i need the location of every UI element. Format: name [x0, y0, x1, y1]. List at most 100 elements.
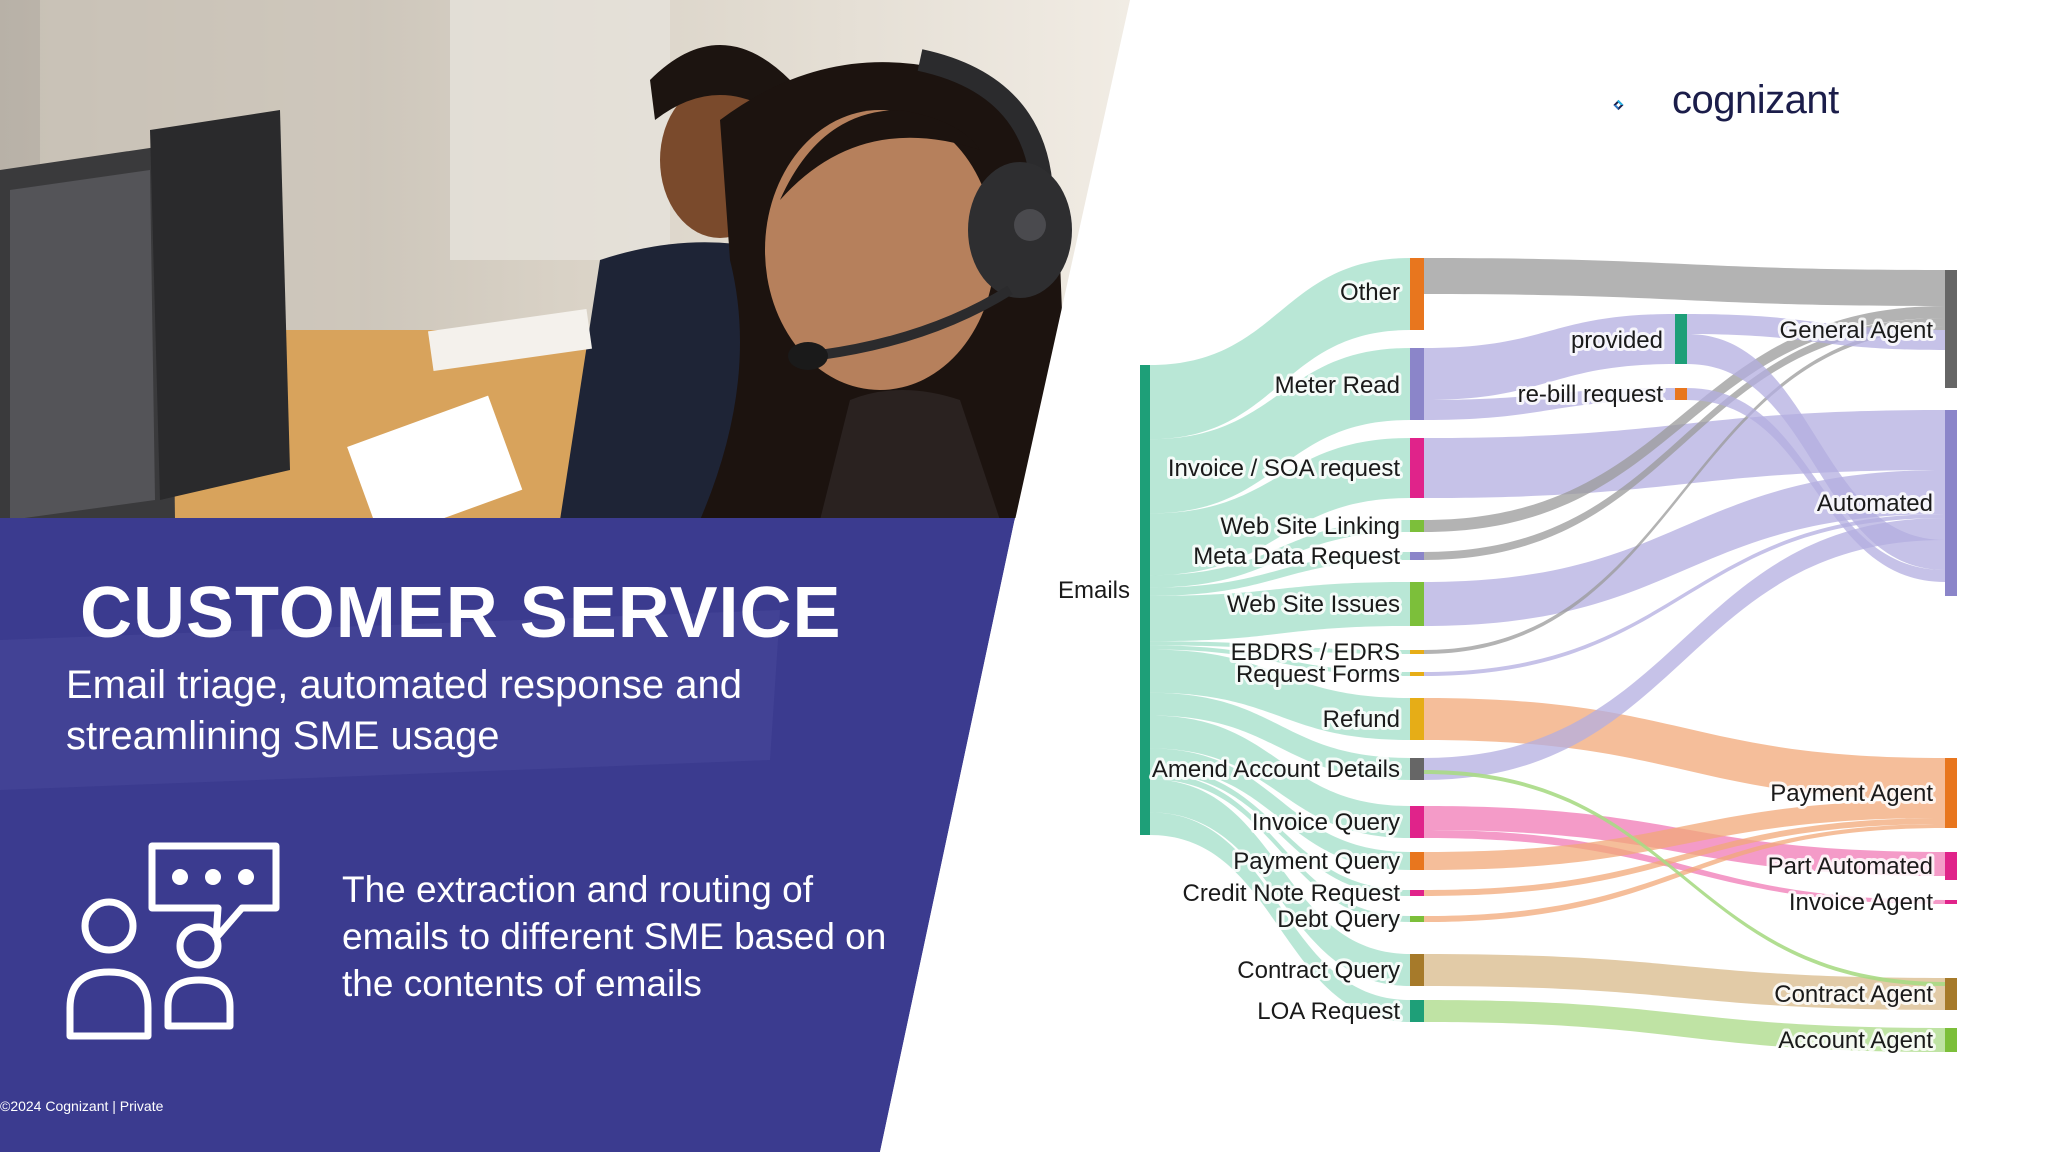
- sankey-label-contract-agent: Contract Agent: [1774, 981, 1933, 1008]
- sankey-node-loa-request: [1410, 1000, 1424, 1022]
- flow-emails-to-loa-request: [1150, 812, 1410, 1022]
- sankey-label-invoice-agent-halo: Invoice Agent: [1789, 889, 1933, 916]
- people-chat-icon: [66, 842, 280, 1040]
- sankey-node-web-site-issues: [1410, 582, 1424, 626]
- sankey-label-automated: Automated: [1817, 490, 1933, 517]
- flow-emails-to-debt-query: [1150, 773, 1410, 922]
- sankey-label-account-agent-halo: Account Agent: [1778, 1027, 1933, 1054]
- sankey-label-general-agent-halo: General Agent: [1780, 317, 1934, 344]
- sankey-label-other-halo: Other: [1340, 279, 1400, 306]
- flow-amend-account-details-to-automated: [1424, 518, 1945, 780]
- sankey-node-automated: [1945, 410, 1957, 596]
- sankey-node-credit-note-request: [1410, 890, 1424, 896]
- sankey-label-meter-read-halo: Meter Read: [1275, 372, 1400, 399]
- flow-credit-note-request-to-payment-agent: [1424, 818, 1945, 896]
- flow-ebdrs-edrs-to-general-agent: [1424, 326, 1945, 654]
- flow-web-site-issues-to-automated: [1424, 470, 1945, 626]
- sankey-node-meter-read: [1410, 348, 1424, 420]
- sankey-label-account-agent: Account Agent: [1778, 1027, 1933, 1054]
- sankey-label-request-forms-halo: Request Forms: [1236, 661, 1400, 688]
- sankey-label-web-site-issues-halo: Web Site Issues: [1227, 591, 1400, 618]
- flow-emails-to-ebdrs-edrs: [1150, 641, 1410, 654]
- sankey-label-invoice-agent: Invoice Agent: [1789, 889, 1933, 916]
- sankey-label-invoice-query-halo: Invoice Query: [1252, 809, 1400, 836]
- flow-contract-query-to-contract-agent: [1424, 954, 1945, 1010]
- page-title: CUSTOMER SERVICE: [80, 573, 842, 653]
- sankey-label-loa-request-halo: LOA Request: [1257, 998, 1400, 1025]
- sankey-label-web-site-linking: Web Site Linking: [1220, 513, 1400, 540]
- sankey-node-ebdrs-edrs: [1410, 650, 1424, 654]
- flow-payment-query-to-payment-agent: [1424, 800, 1945, 870]
- sankey-label-contract-agent-halo: Contract Agent: [1774, 981, 1933, 1008]
- sankey-node-payment-agent: [1945, 758, 1957, 828]
- sankey-node-account-agent: [1945, 1028, 1957, 1052]
- sankey-label-part-automated-halo: Part Automated: [1768, 853, 1933, 880]
- sankey-label-request-forms: Request Forms: [1236, 661, 1400, 688]
- sankey-label-web-site-linking-halo: Web Site Linking: [1220, 513, 1400, 540]
- flow-emails-to-refund: [1150, 649, 1410, 740]
- sankey-node-other: [1410, 258, 1424, 330]
- flow-invoice-soa-request-to-automated: [1424, 410, 1945, 498]
- flow-provided-to-general-agent: [1687, 314, 1945, 350]
- sankey-node-contract-query: [1410, 954, 1424, 986]
- flow-emails-to-meter-read: [1150, 348, 1410, 514]
- flow-request-forms-to-automated: [1424, 514, 1945, 676]
- sankey-label-amend-account-details-halo: Amend Account Details: [1152, 756, 1400, 783]
- sankey-label-invoice-soa-request: Invoice / SOA request: [1168, 455, 1400, 482]
- flow-emails-to-invoice-query: [1150, 715, 1410, 838]
- sankey-label-payment-agent: Payment Agent: [1770, 780, 1933, 807]
- sankey-label-part-automated: Part Automated: [1768, 853, 1933, 880]
- sankey-node-debt-query: [1410, 916, 1424, 922]
- hero-panel: [0, 518, 1015, 1152]
- sankey-flows: [1150, 258, 1945, 1052]
- flow-amend-account-details-to-contract-agent: [1424, 770, 1945, 986]
- sankey-label-automated-halo: Automated: [1817, 490, 1933, 517]
- hero-subtitle: Email triage, automated response and str…: [66, 663, 742, 758]
- sankey-node-re-bill-request: [1675, 388, 1687, 400]
- sankey-label-emails: Emails: [1058, 577, 1130, 604]
- flow-debt-query-to-payment-agent: [1424, 824, 1945, 922]
- sankey-label-general-agent: General Agent: [1780, 317, 1934, 344]
- sankey-label-invoice-query: Invoice Query: [1252, 809, 1400, 836]
- sankey-label-credit-note-request-halo: Credit Note Request: [1183, 880, 1401, 907]
- sankey-label-debt-query: Debt Query: [1277, 906, 1400, 933]
- sankey-label-meter-read: Meter Read: [1275, 372, 1400, 399]
- flow-re-bill-request-to-automated: [1687, 388, 1945, 582]
- sankey-node-invoice-agent: [1945, 900, 1957, 904]
- sankey-node-payment-query: [1410, 852, 1424, 870]
- sankey-label-web-site-issues: Web Site Issues: [1227, 591, 1400, 618]
- sankey-label-provided: provided: [1571, 327, 1663, 354]
- flow-emails-to-amend-account-details: [1150, 692, 1410, 780]
- sankey-node-refund: [1410, 698, 1424, 740]
- sankey-label-payment-query: Payment Query: [1233, 848, 1400, 875]
- sankey-node-meta-data-request: [1410, 552, 1424, 560]
- sankey-label-amend-account-details: Amend Account Details: [1152, 756, 1400, 783]
- sankey-label-payment-agent-halo: Payment Agent: [1770, 780, 1933, 807]
- sankey-node-amend-account-details: [1410, 758, 1424, 780]
- flow-invoice-query-to-invoice-agent: [1424, 830, 1945, 904]
- sankey-label-re-bill-request: re-bill request: [1518, 381, 1664, 408]
- sankey-label-refund: Refund: [1323, 706, 1400, 733]
- flow-emails-to-request-forms: [1150, 645, 1410, 676]
- cognizant-wordmark: cognizant: [1672, 78, 1839, 122]
- sankey-label-ebdrs-edrs-halo: EBDRS / EDRS: [1231, 639, 1400, 666]
- sankey-node-general-agent: [1945, 270, 1957, 388]
- flow-other-to-general-agent: [1424, 258, 1945, 306]
- hero-description: The extraction and routing of emails to …: [342, 869, 887, 1004]
- flow-emails-to-other: [1150, 258, 1410, 440]
- sankey-label-payment-query-halo: Payment Query: [1233, 848, 1400, 875]
- sankey-label-debt-query-halo: Debt Query: [1277, 906, 1400, 933]
- flow-loa-request-to-account-agent: [1424, 1000, 1945, 1052]
- flow-meta-data-request-to-general-agent: [1424, 318, 1945, 560]
- sankey-label-loa-request: LOA Request: [1257, 998, 1400, 1025]
- sankey-label-invoice-soa-request-halo: Invoice / SOA request: [1168, 455, 1400, 482]
- flow-emails-to-credit-note-request: [1150, 766, 1410, 896]
- flow-web-site-linking-to-general-agent: [1424, 306, 1945, 532]
- flow-emails-to-invoice-soa-request: [1150, 438, 1410, 576]
- flow-provided-to-automated: [1687, 334, 1945, 570]
- sankey-label-contract-query-halo: Contract Query: [1237, 957, 1400, 984]
- sankey-label-contract-query: Contract Query: [1237, 957, 1400, 984]
- sankey-label-emails-halo: Emails: [1058, 577, 1130, 604]
